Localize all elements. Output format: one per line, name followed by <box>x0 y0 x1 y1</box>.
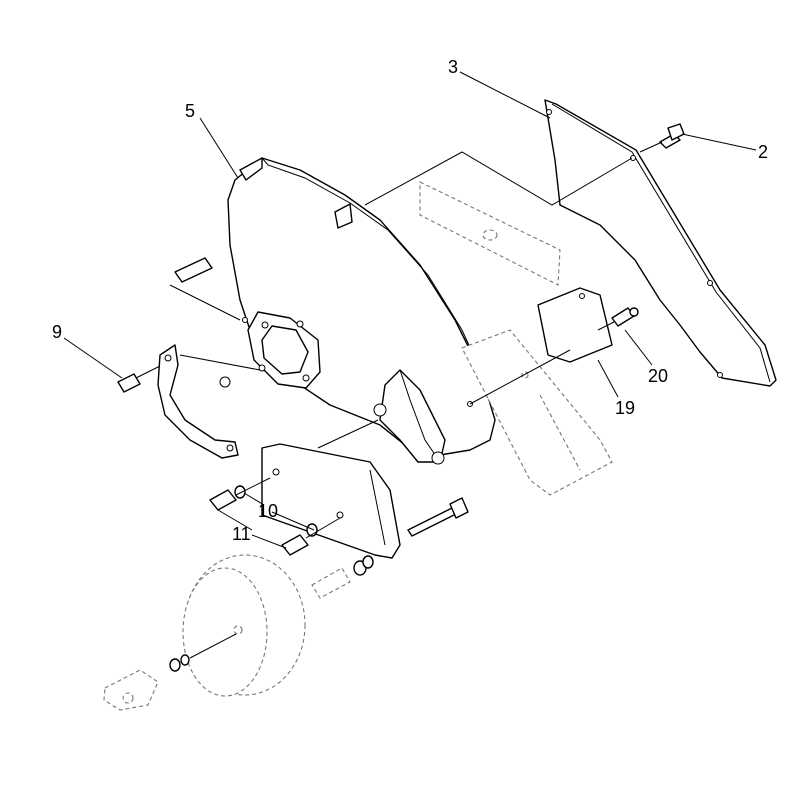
stud <box>169 257 241 321</box>
part-19-ghost-plate <box>461 329 613 496</box>
callout-11: 11 <box>232 524 251 544</box>
callout-3: 3 <box>448 57 459 77</box>
callout-9: 9 <box>52 322 63 342</box>
assembly-line-top <box>364 151 633 206</box>
assembly-line-center <box>317 419 379 449</box>
nut <box>219 376 231 388</box>
callout-5: 5 <box>185 101 196 121</box>
cover-disc-ghost <box>182 554 306 697</box>
callout-19: 19 <box>615 398 636 418</box>
part-11-bolts <box>209 477 341 556</box>
leader-lines <box>63 71 757 549</box>
part-3-plate <box>544 99 777 387</box>
spacer <box>311 555 374 599</box>
lower-bracket-plate <box>261 443 401 559</box>
callout-2: 2 <box>758 142 769 162</box>
callout-20: 20 <box>648 366 669 386</box>
part-19-plate <box>537 287 613 363</box>
inner-cover-ghost <box>419 181 561 286</box>
knob <box>103 633 237 711</box>
assembly-line-left <box>179 354 261 371</box>
clamp-strap <box>157 344 239 459</box>
part-9-bolt <box>117 364 163 393</box>
part-2-screw <box>639 123 685 153</box>
part-20-screw <box>597 307 639 331</box>
callout-10: 10 <box>258 501 279 521</box>
part-5-housing <box>227 157 496 465</box>
long-bolt <box>407 497 469 537</box>
assembly-line-right <box>469 349 571 405</box>
